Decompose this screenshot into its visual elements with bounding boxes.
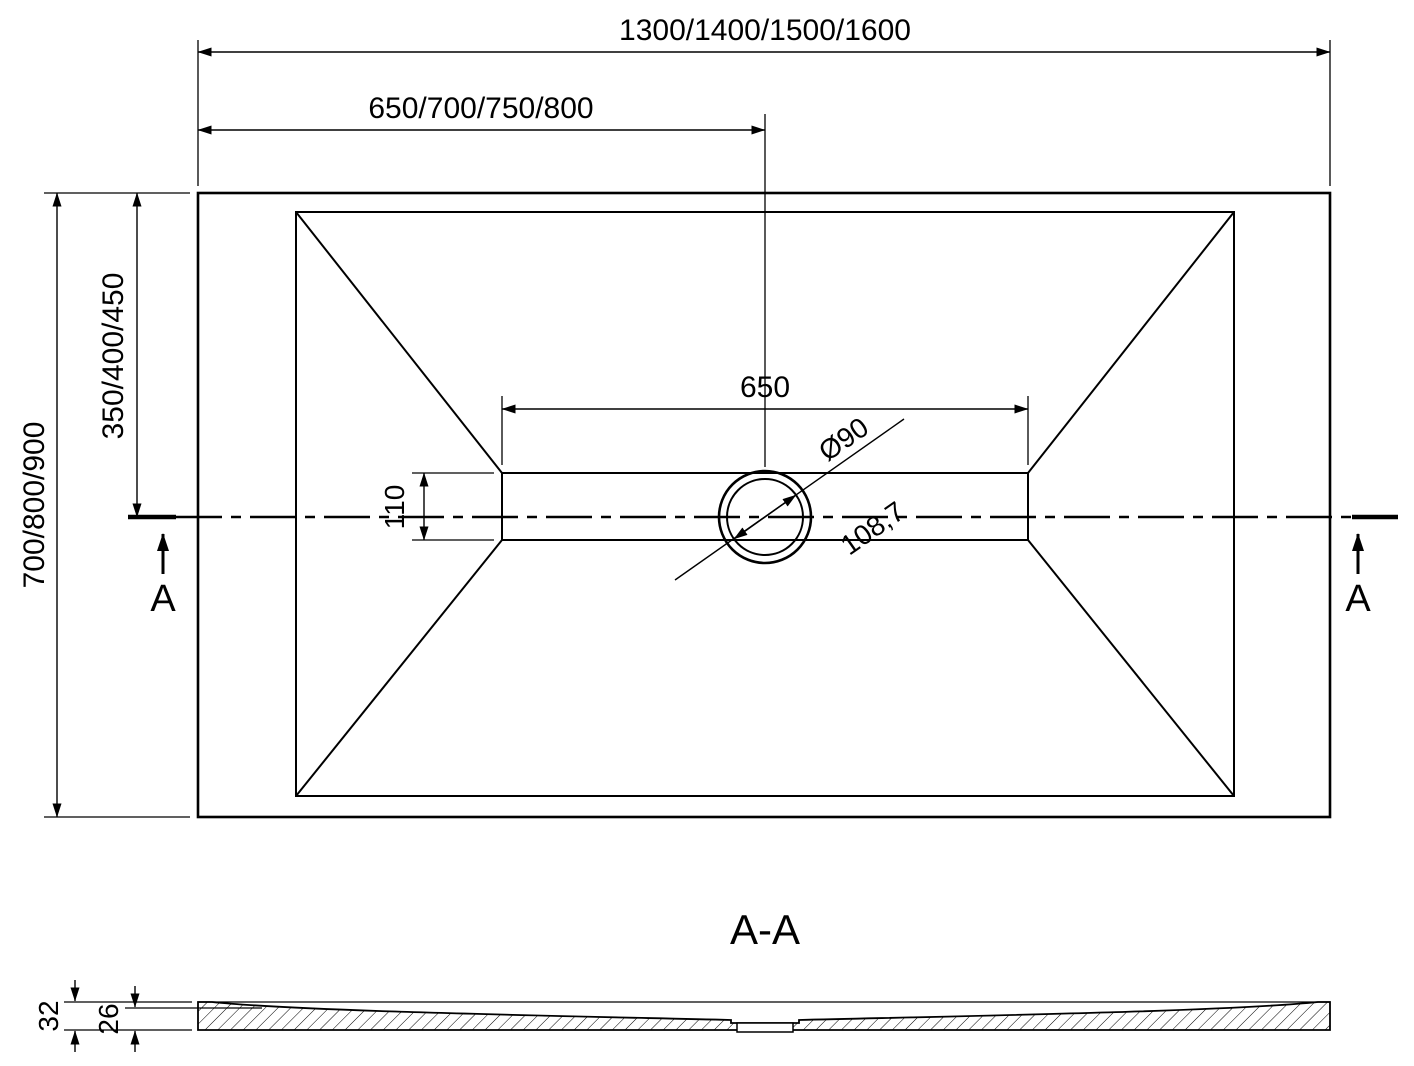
slope-diagonal-bottom-right [1027,539,1235,797]
dim-channel-length-label: 650 [740,371,790,404]
section-view: A-A 32 26 [33,906,1331,1052]
dim-channel-length: 650 [501,371,1029,465]
dim-base-thickness-label: 26 [93,1003,124,1034]
dim-overall-depth-label: 700/800/900 [18,422,51,589]
dim-center-width: 650/700/750/800 [197,92,766,467]
slope-diagonal-top-right [1027,211,1235,474]
dim-center-width-label: 650/700/750/800 [368,92,593,125]
dim-channel-width: 110 [379,472,494,541]
section-label-left: A [150,578,176,620]
dim-center-depth-label: 350/400/450 [97,273,130,440]
section-title: A-A [730,906,800,953]
slope-diagonal-bottom-left [295,539,503,797]
drain-diagonal-label: 108,7 [835,495,910,561]
dim-base-thickness: 26 [93,986,140,1052]
dim-total-thickness-label: 32 [33,1000,64,1031]
section-cut-left: A [150,533,176,620]
section-profile [197,1001,1331,1031]
drain-diameter-arrow [764,494,797,518]
slope-diagonal-top-left [295,211,503,474]
dim-channel-width-label: 110 [379,485,410,530]
section-label-right: A [1345,578,1371,620]
tray-outer-edge [196,191,1332,819]
top-view: A A [128,191,1398,819]
section-cut-right: A [1345,533,1371,620]
dim-overall-width-label: 1300/1400/1500/1600 [619,14,911,47]
dim-center-depth: 350/400/450 [97,192,142,518]
drain-diameter-label: Ø90 [813,411,874,467]
drain-diameter-arrow [733,516,766,540]
drain-outlet [736,1022,794,1033]
dim-overall-depth: 700/800/900 [18,192,190,818]
dim-total-thickness: 32 [33,980,80,1052]
dim-overall-width: 1300/1400/1500/1600 [197,14,1331,186]
dimensions: 1300/1400/1500/1600 650/700/750/800 700/… [18,14,1331,818]
